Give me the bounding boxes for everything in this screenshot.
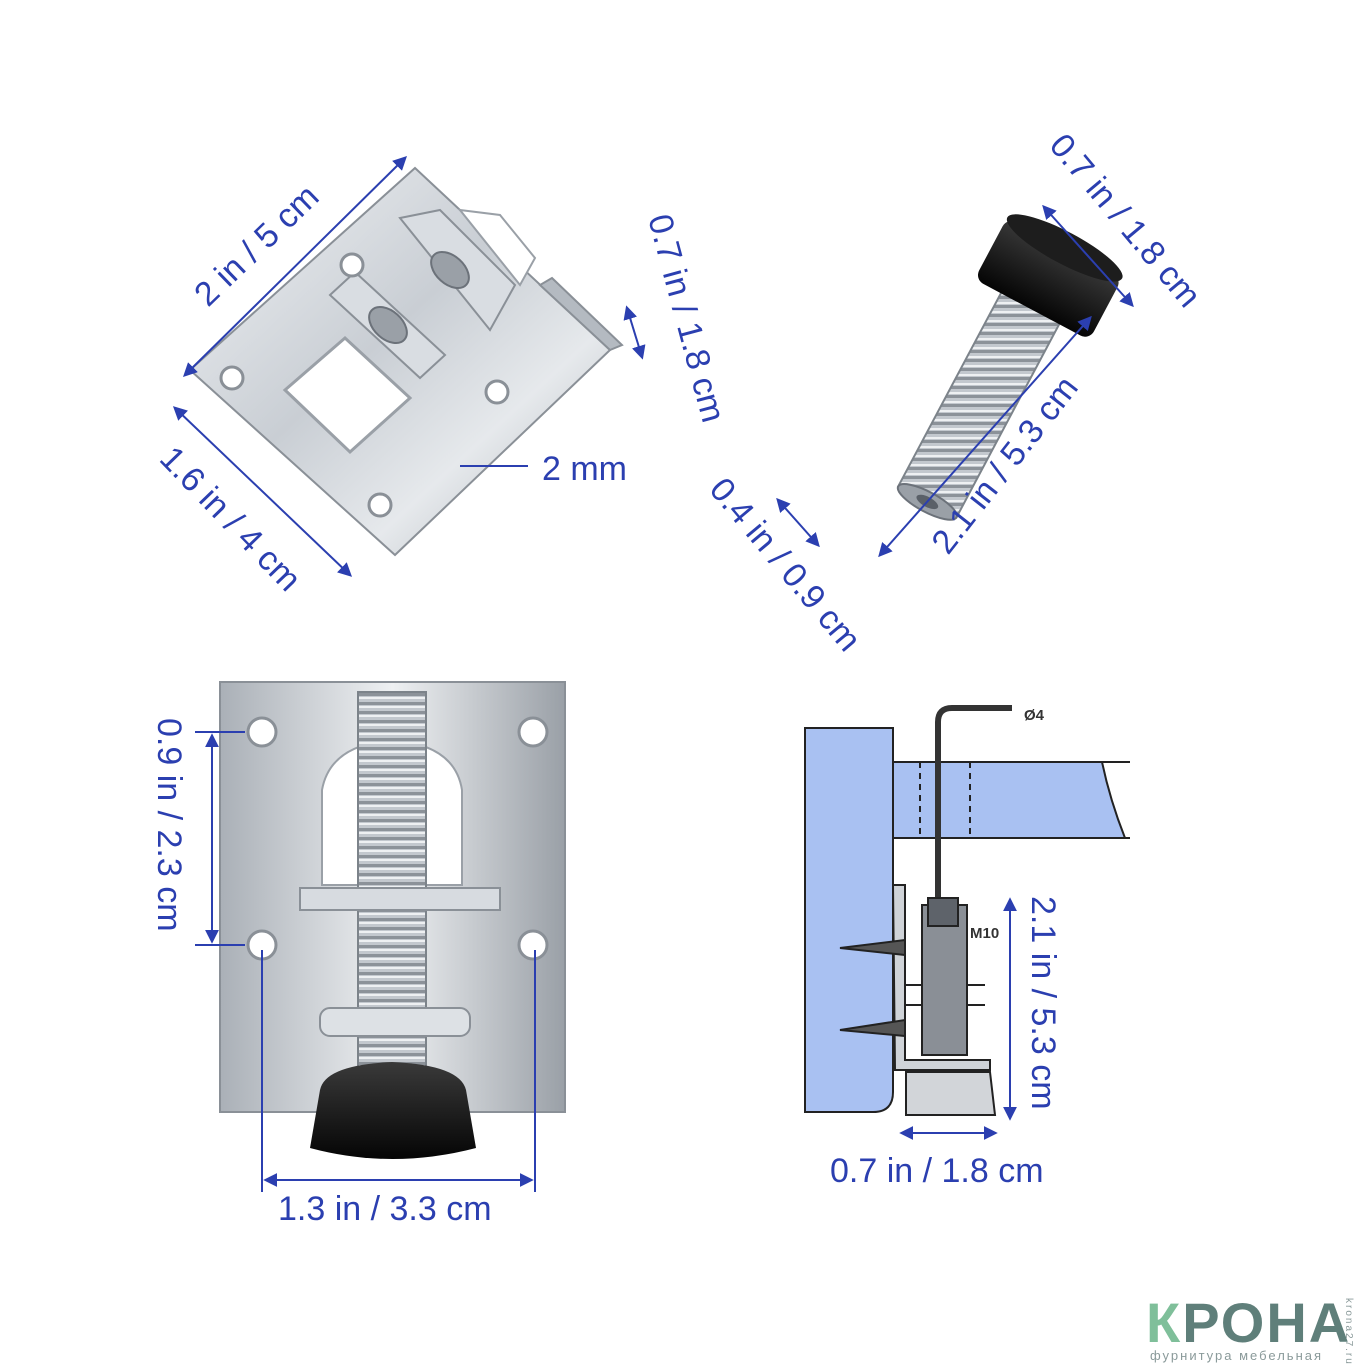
hole-spacing-horizontal-label: 1.3 in / 3.3 cm [278, 1190, 492, 1228]
bracket-width-label: 1.6 in / 4 cm [152, 439, 308, 599]
svg-text:КРОНА: КРОНА [1146, 1291, 1351, 1354]
bolt-size-label: M10 [970, 925, 999, 942]
logo-first-letter: К [1146, 1291, 1182, 1354]
install-depth-label: 0.7 in / 1.8 cm [830, 1152, 1044, 1190]
bolt-diameter-label: 0.4 in / 0.9 cm [702, 471, 868, 659]
logo-site: krona27.ru [1343, 1298, 1354, 1366]
dimension-lines-install [899, 897, 1017, 1140]
bracket-flange-label: 0.7 in / 1.8 cm [640, 210, 732, 426]
dimension-lines-bolt [776, 204, 1134, 558]
front-view-illustration [219, 681, 566, 1159]
logo-tagline: фурнитура мебельная [1150, 1348, 1323, 1363]
installation-schematic [804, 705, 1130, 1116]
brand-logo: КРОНА фурнитура мебельная krona27.ru [1146, 1291, 1354, 1366]
plate-thickness-label: 2 mm [542, 450, 627, 488]
dimension-lines-front [195, 731, 536, 1192]
logo-text: РОНА [1182, 1291, 1351, 1354]
dimension-lines-bracket [172, 156, 646, 577]
hex-key-label: Ø4 [1024, 707, 1045, 724]
hole-spacing-vertical-label: 0.9 in / 2.3 cm [150, 718, 188, 932]
install-height-label: 2.1 in / 5.3 cm [1024, 896, 1062, 1110]
